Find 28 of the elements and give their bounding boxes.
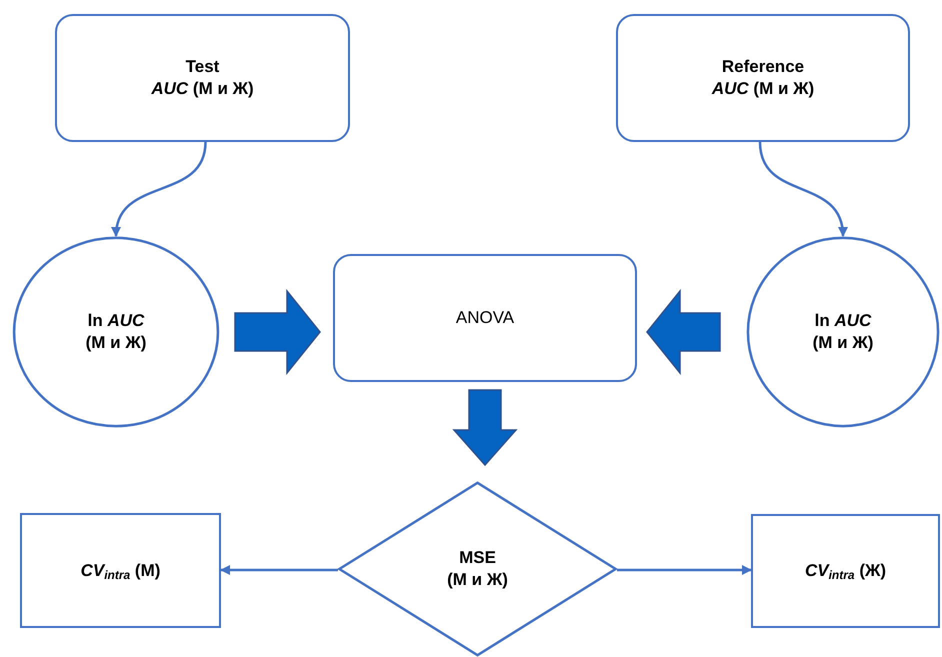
rounded-box — [616, 14, 910, 142]
rounded-box — [333, 254, 637, 382]
node-text: ln AUC — [814, 310, 872, 332]
node-text: (М и Ж) — [812, 332, 874, 354]
node-text: ANOVA — [456, 307, 514, 329]
node-text: MSE — [459, 547, 496, 569]
node-text: CV$_{intra}$ (М) — [80, 560, 160, 582]
node-text: CV$_{intra}$ (Ж) — [804, 560, 886, 582]
block-arrow — [452, 389, 518, 466]
node-text: Reference — [722, 56, 804, 78]
node-text: Test — [186, 56, 220, 78]
decision-diamond — [338, 482, 617, 656]
arrow — [112, 142, 207, 237]
arrow — [220, 565, 338, 575]
node-text: AUC (М и Ж) — [712, 78, 814, 100]
node-text: AUC (М и Ж) — [151, 78, 254, 100]
process-box — [20, 513, 221, 628]
node-text: (М и Ж) — [86, 332, 146, 354]
node-text: (М и Ж) — [447, 569, 508, 591]
arrow — [617, 565, 752, 575]
block-arrow — [234, 288, 321, 376]
ellipse — [746, 236, 940, 428]
process-box — [751, 514, 940, 628]
rounded-box — [55, 14, 350, 142]
ellipse — [12, 236, 220, 428]
arrow — [758, 142, 847, 237]
block-arrow — [646, 288, 721, 376]
node-text: ln AUC — [88, 310, 144, 332]
